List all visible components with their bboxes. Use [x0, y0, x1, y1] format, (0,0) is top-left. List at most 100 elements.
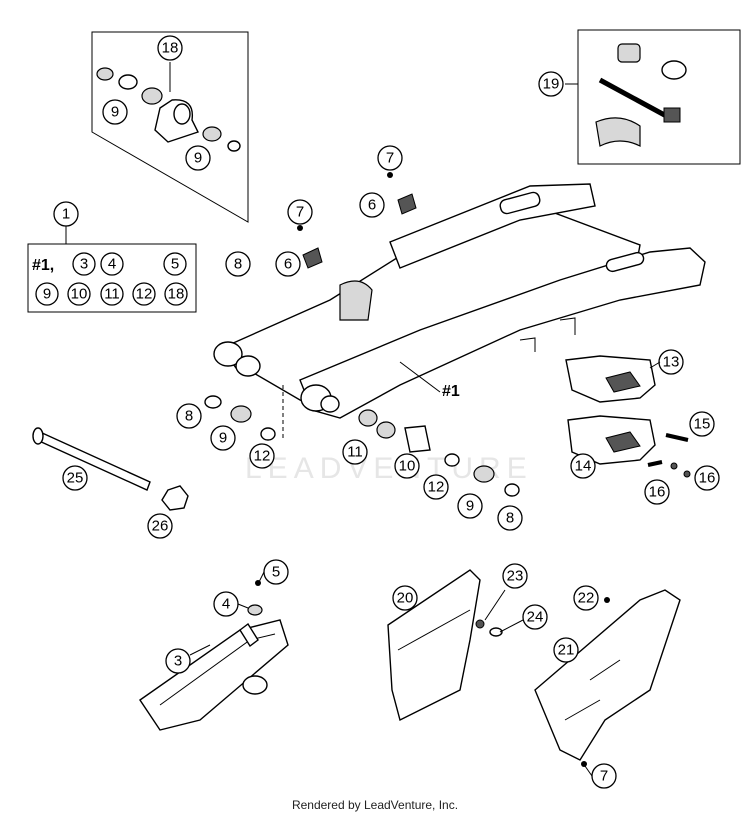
footer-credit: Rendered by LeadVenture, Inc.: [291, 798, 459, 812]
hardware-kit-panel: [565, 29, 741, 165]
callout-8-left: [176, 403, 202, 429]
callout-22: [573, 585, 599, 611]
callout-number: 8: [506, 510, 514, 527]
callout-number: 4: [108, 256, 116, 273]
chain-guide-bolt-part: [665, 433, 689, 442]
callout-6-b: [359, 192, 385, 218]
callout-number: 3: [80, 256, 88, 273]
callout-number: 14: [575, 458, 592, 475]
bearing-kit-panel: [91, 31, 249, 223]
ring-part-2: [202, 126, 222, 142]
spacer-part: [617, 43, 641, 63]
clamp-lower-part: [302, 247, 323, 269]
seal-part-2: [227, 140, 241, 152]
callout-number: 1: [62, 206, 70, 223]
callout-9-left: [210, 425, 236, 451]
callout-number: 20: [397, 590, 414, 607]
washer-24-part: [489, 627, 503, 637]
chain-guide-assembly: [565, 355, 691, 478]
callout-number: 18: [168, 286, 185, 303]
callout-number: 24: [527, 609, 544, 626]
callout-20: [392, 585, 418, 611]
callout-8-right: [497, 505, 523, 531]
axle-nut-part: [161, 485, 189, 511]
chain-guard-part: [387, 569, 481, 722]
kit-prefix-label: #1,: [32, 257, 54, 274]
kit-item-10: [67, 282, 91, 306]
callouts: 18 9 9 19 1 3 4 5 9 10 11 12 18 8 7 6 7 …: [35, 35, 720, 789]
callout-number: 8: [234, 256, 242, 273]
callout-11: [342, 439, 368, 465]
kit-item-11: [100, 282, 124, 306]
callout-7-b: [377, 145, 403, 171]
seal-right-part: [504, 483, 520, 497]
kit-contents-panel: #1,: [27, 226, 197, 313]
swingarm-part: #1: [213, 183, 706, 419]
seal-left-part: [204, 395, 222, 409]
seal-ring-part: [96, 67, 114, 81]
screw-7b-part: [581, 761, 587, 767]
kit-item-18: [164, 282, 188, 306]
callout-number: 3: [174, 653, 182, 670]
clamp-upper-part: [397, 193, 417, 215]
ring-left-part: [260, 427, 276, 441]
callout-number: 6: [284, 256, 292, 273]
callout-9-top: [102, 99, 128, 125]
callout-number: 12: [428, 479, 445, 496]
leader-lines: [189, 361, 661, 777]
callout-24: [522, 604, 548, 630]
callout-number: 10: [71, 286, 88, 303]
callout-9-top-b: [185, 145, 211, 171]
callout-16-a: [644, 479, 670, 505]
callout-15: [689, 411, 715, 437]
callout-number: 9: [111, 104, 119, 121]
callout-number: 4: [222, 596, 230, 613]
kit-item-12: [132, 282, 156, 306]
callout-number: 18: [162, 40, 179, 57]
ring-right-part: [444, 453, 460, 467]
pivot-sleeve-part: [404, 425, 431, 453]
callout-number: 5: [272, 564, 280, 581]
callout-14: [570, 453, 596, 479]
callout-number: 9: [194, 150, 202, 167]
callout-number: 12: [136, 286, 153, 303]
kit-item-4: [100, 252, 124, 276]
callout-number: 25: [67, 470, 84, 487]
callout-9-right: [457, 493, 483, 519]
callout-number: 11: [104, 286, 120, 303]
callout-number: 7: [296, 204, 304, 221]
callout-12-left: [249, 443, 275, 469]
chain-guard-assembly: [387, 569, 503, 722]
callout-number: 21: [558, 642, 575, 659]
callout-26: [147, 513, 173, 539]
nut-23-part: [475, 619, 485, 629]
callout-number: 9: [43, 286, 51, 303]
screw-22-part: [604, 597, 610, 603]
axle-head-part: [32, 427, 44, 445]
callout-number: 16: [649, 484, 666, 501]
callout-number: 9: [466, 498, 474, 515]
callout-19: [538, 71, 564, 97]
bushing-part: [595, 117, 641, 147]
brake-line-clamps: [297, 172, 417, 269]
callout-number: 15: [694, 416, 711, 433]
callout-13: [658, 349, 684, 375]
callout-16-b: [694, 465, 720, 491]
bolt-head-part: [663, 107, 681, 123]
kit-item-5: [163, 252, 187, 276]
callout-number: 9: [219, 430, 227, 447]
bearing-right-a-part: [358, 409, 378, 427]
callout-number: 8: [185, 408, 193, 425]
pivot-hardware: [204, 385, 520, 497]
bearing-right-c-part: [473, 465, 495, 483]
callout-number: 5: [171, 256, 179, 273]
callout-12-right: [423, 474, 449, 500]
callout-21: [553, 637, 579, 663]
bearing-part: [141, 87, 163, 105]
callout-number: 7: [386, 150, 394, 167]
callout-23: [502, 563, 528, 589]
swingarm-guard-part: [534, 589, 681, 761]
kit-item-9: [35, 282, 59, 306]
bolt-shaft-part: [598, 77, 672, 121]
